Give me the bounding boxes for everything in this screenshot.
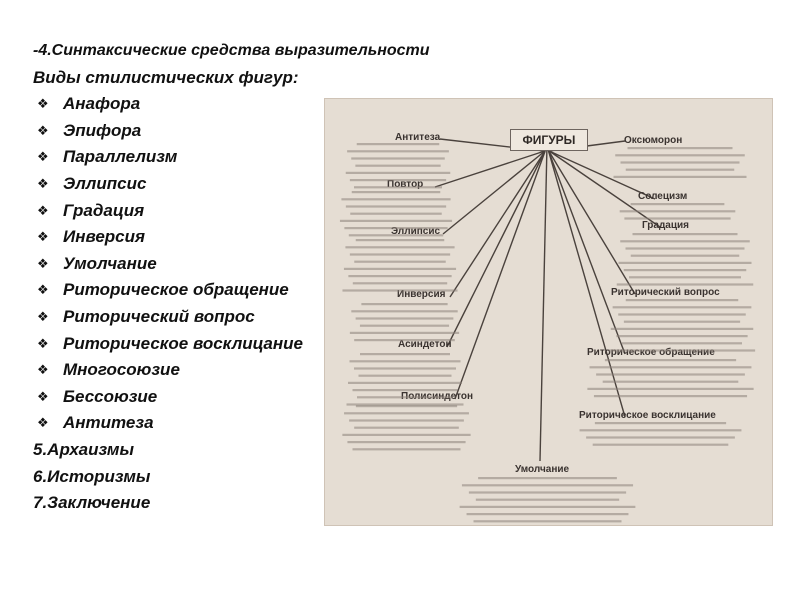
figure-list-item: ❖ Анафора <box>33 91 325 118</box>
scan-label: Антитеза <box>395 132 441 143</box>
scan-label: Эллипсис <box>391 226 441 237</box>
slide-subheading: Виды стилистических фигур: <box>33 67 299 87</box>
diamond-bullet-icon: ❖ <box>37 282 49 298</box>
scan-label: Инверсия <box>397 289 446 300</box>
figure-list-label: Риторическое обращение <box>63 280 289 300</box>
diamond-bullet-icon: ❖ <box>37 229 49 245</box>
footer-item: 5.Архаизмы <box>33 439 135 459</box>
diagram-ray <box>548 150 636 295</box>
diagram-ray <box>442 150 546 235</box>
diagram-ray <box>449 150 546 298</box>
scan-label: Умолчание <box>515 464 570 475</box>
figure-list-item: ❖ Эпифора <box>33 118 325 145</box>
diamond-bullet-icon: ❖ <box>37 362 49 378</box>
figure-list-item: ❖ Инверсия <box>33 224 325 251</box>
figure-list-label: Антитеза <box>63 413 154 433</box>
footer-item: 6.Историзмы <box>33 466 151 486</box>
scan-label: Риторическое восклицание <box>579 410 716 421</box>
figure-list-label: Риторическое восклицание <box>63 333 303 353</box>
diamond-bullet-icon: ❖ <box>37 149 49 165</box>
figure-list-item: ❖ Градация <box>33 198 325 225</box>
figures-diagram-lines <box>434 138 661 462</box>
diamond-bullet-icon: ❖ <box>37 415 49 431</box>
figure-list-label: Умолчание <box>63 253 157 273</box>
figure-list-item: ❖ Умолчание <box>33 251 325 278</box>
diagram-center-label: ФИГУРЫ <box>510 129 588 151</box>
text-column: -4.Синтаксические средства выразительнос… <box>33 38 430 517</box>
scan-label: Полисиндетон <box>401 391 473 402</box>
diagram-ray <box>547 150 626 355</box>
diagram-ray <box>539 150 548 462</box>
diamond-bullet-icon: ❖ <box>37 122 49 138</box>
diagram-ray <box>434 150 545 188</box>
figure-list: ❖ Анафора ❖ Эпифора ❖ Параллелизм ❖ Эллипсис ❖ Гр… <box>33 91 325 437</box>
figure-list-item: ❖ Бессоюзие <box>33 384 325 411</box>
slide-heading: -4.Синтаксические средства выразительнос… <box>33 42 430 59</box>
figure-list-item: ❖ Риторический вопрос <box>33 304 325 331</box>
figure-list-item: ❖ Параллелизм <box>33 144 325 171</box>
scan-label: Оксюморон <box>624 135 683 146</box>
diamond-bullet-icon: ❖ <box>37 335 49 351</box>
scan-label: Повтор <box>387 179 424 190</box>
diagram-ray <box>446 150 546 348</box>
figure-list-label: Бессоюзие <box>63 386 158 406</box>
diagram-ray <box>547 150 626 418</box>
diagram-ray <box>548 150 661 228</box>
figure-list-label: Градация <box>63 200 145 220</box>
diamond-bullet-icon: ❖ <box>37 175 49 191</box>
diagram-ray <box>548 150 656 200</box>
scan-label: Асиндетон <box>398 339 452 350</box>
diagram-ray <box>454 150 546 400</box>
scan-label: Градация <box>642 220 689 231</box>
textbook-scan-image: ФИГУРЫ Антитеза Повтор Эллипсис Инверсия… <box>324 98 773 526</box>
figure-list-item: ❖ Антитеза <box>33 410 325 437</box>
diamond-bullet-icon: ❖ <box>37 202 49 218</box>
figure-list-label: Риторический вопрос <box>63 306 255 326</box>
scan-label: Солецизм <box>638 191 688 202</box>
figure-list-label: Анафора <box>63 94 141 114</box>
figure-list-item: ❖ Эллипсис <box>33 171 325 198</box>
figure-list-item: ❖ Риторическое обращение <box>33 277 325 304</box>
diamond-bullet-icon: ❖ <box>37 96 49 112</box>
figure-list-label: Параллелизм <box>63 147 178 167</box>
figure-list-label: Многосоюзие <box>63 360 180 380</box>
figure-list-label: Инверсия <box>63 227 146 247</box>
diamond-bullet-icon: ❖ <box>37 255 49 271</box>
scan-label: Риторическое обращение <box>587 347 715 358</box>
diamond-bullet-icon: ❖ <box>37 308 49 324</box>
scan-label: Риторический вопрос <box>611 287 720 298</box>
figure-list-label: Эпифора <box>63 120 142 140</box>
figure-list-label: Эллипсис <box>63 173 147 193</box>
footer-item: 7.Заключение <box>33 493 151 513</box>
figure-list-item: ❖ Многосоюзие <box>33 357 325 384</box>
figure-list-item: ❖ Риторическое восклицание <box>33 331 325 358</box>
diamond-bullet-icon: ❖ <box>37 388 49 404</box>
